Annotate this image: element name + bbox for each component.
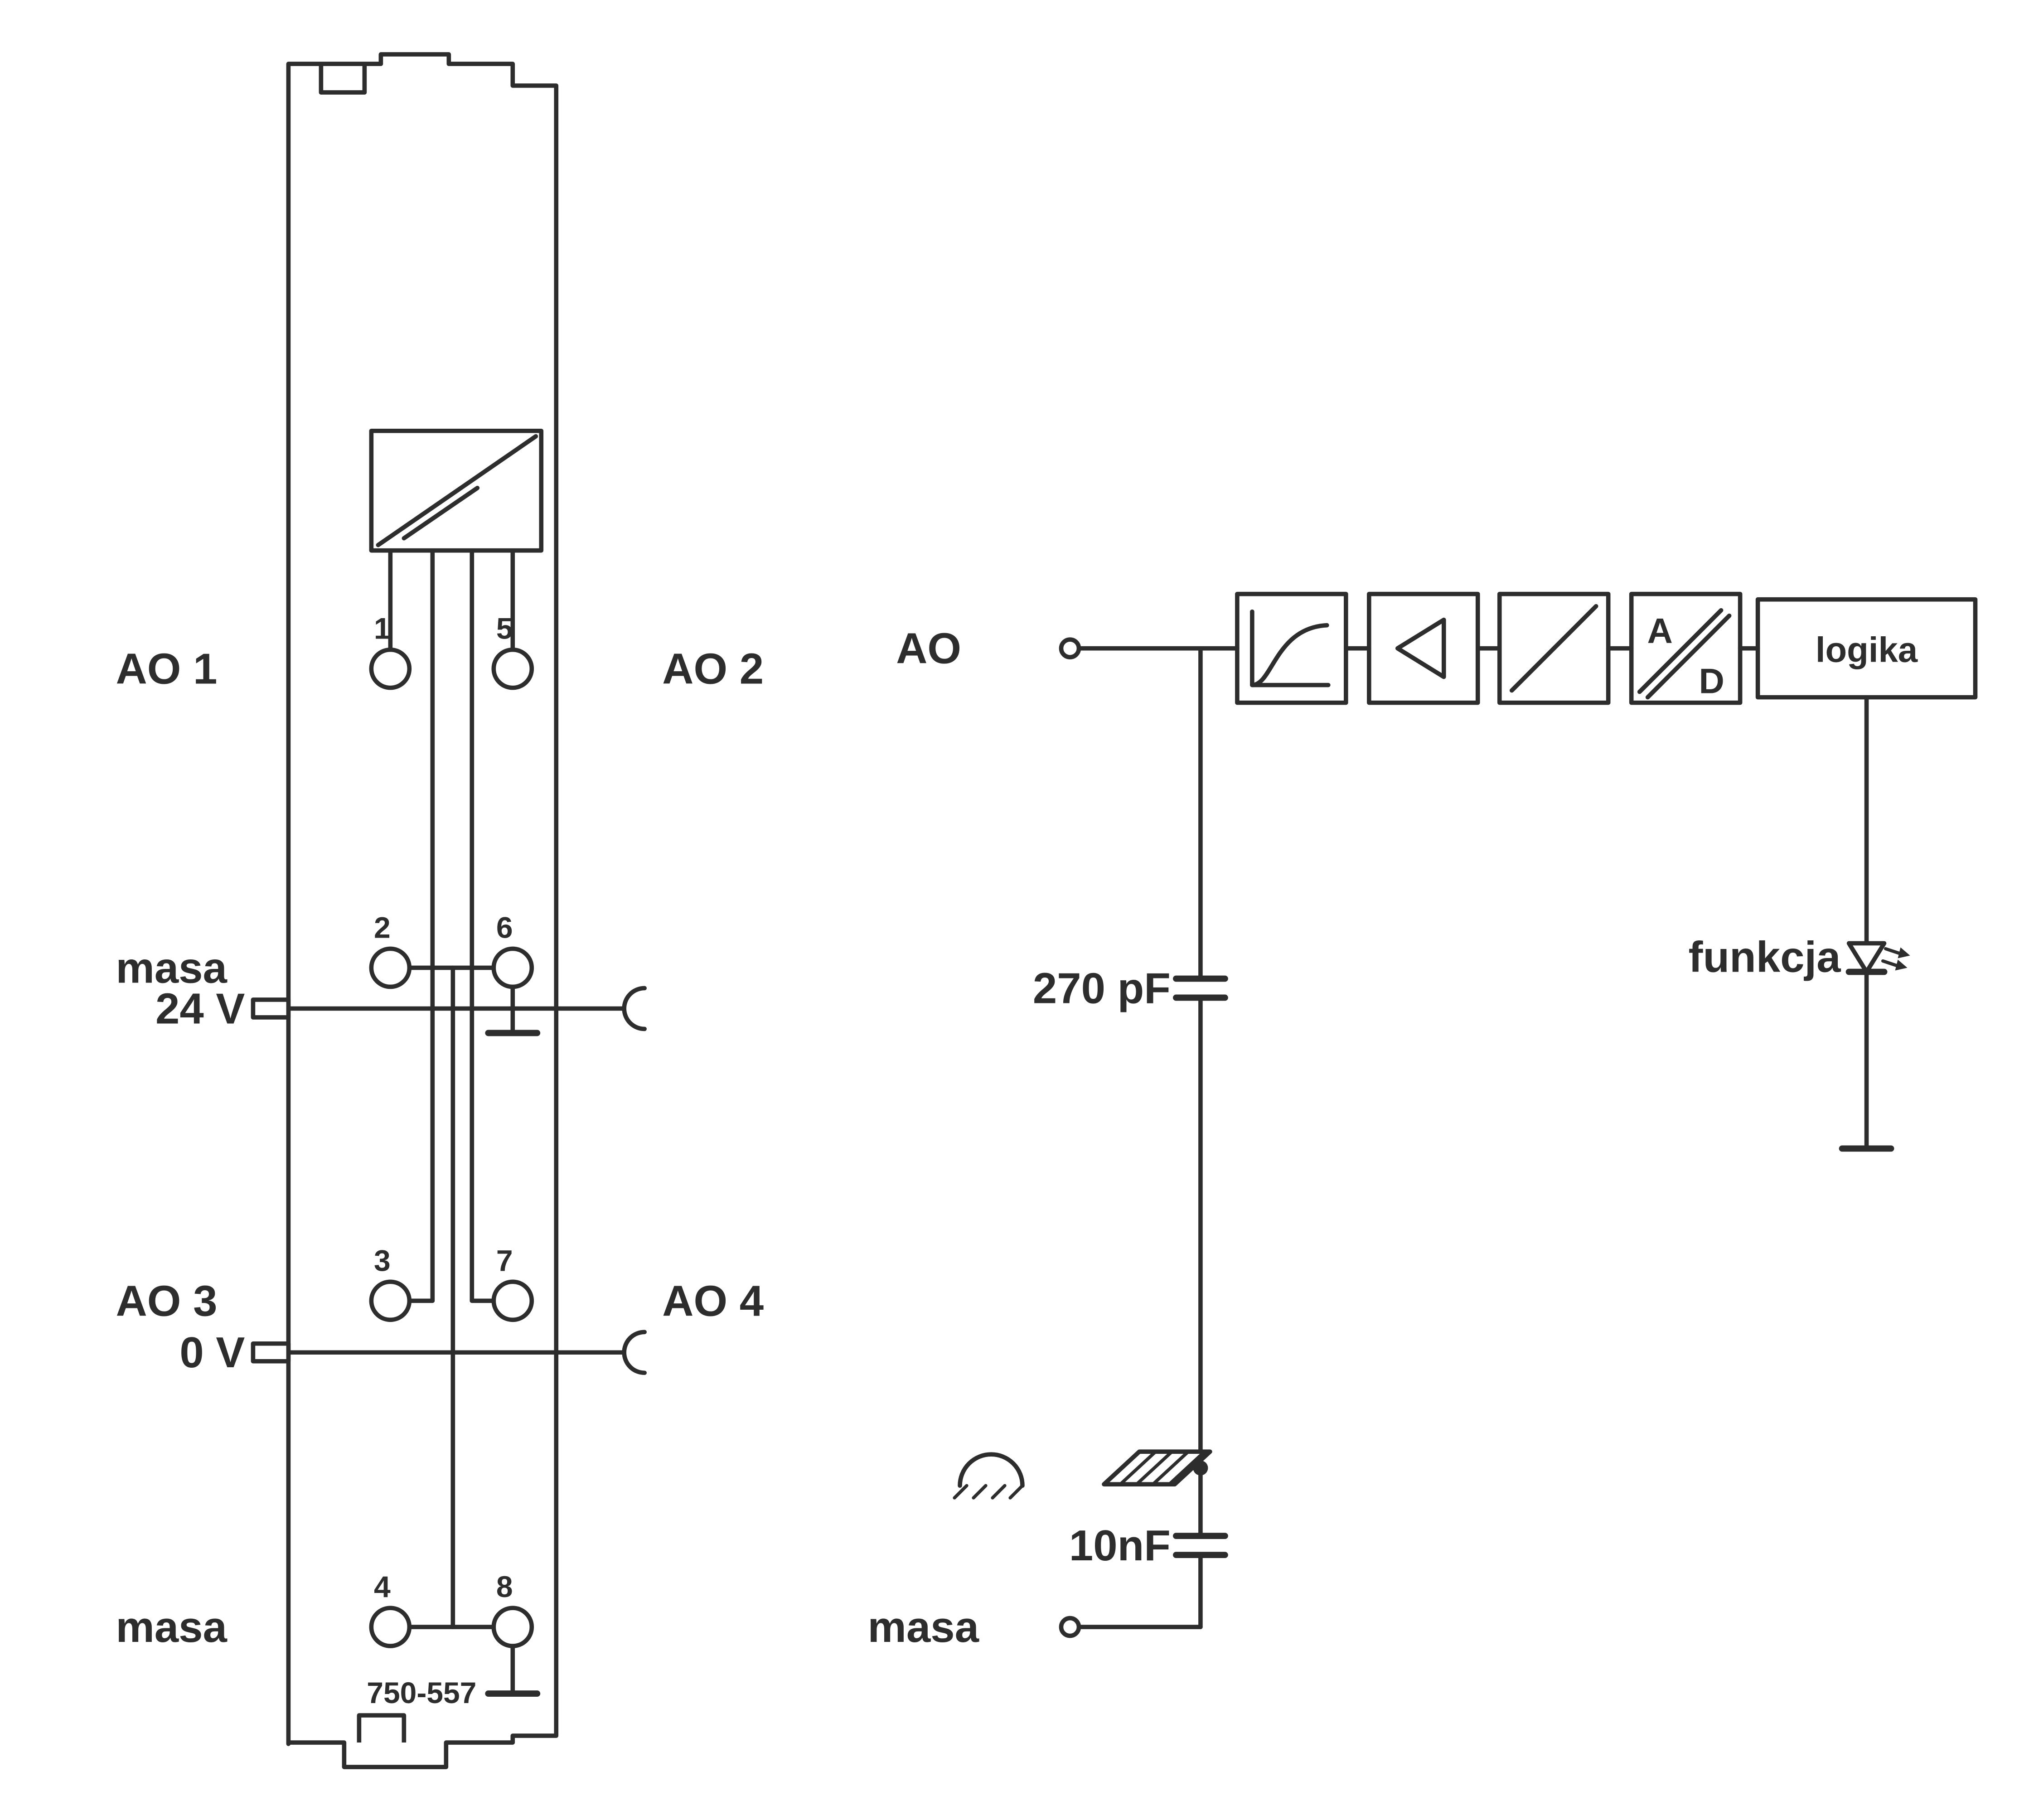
function-led-branch	[1839, 695, 1910, 1152]
masa-terminal	[1059, 1616, 1081, 1638]
label-ao2: AO 2	[662, 645, 764, 693]
label-ao4: AO 4	[662, 1277, 764, 1325]
filter-curve-icon	[1250, 623, 1329, 687]
capacitor-10nf-label: 10nF	[1069, 1521, 1171, 1570]
chassis-arc	[958, 1452, 1025, 1488]
spring-contact-0v-icon	[622, 1330, 647, 1375]
led-arrow-1-head	[1898, 947, 1910, 958]
pin-4-contact	[369, 1606, 412, 1648]
rail-hatch	[1151, 1450, 1190, 1486]
signal-chain-diagram: A D logika AO masa 270 pF 10nF funkcja	[868, 591, 1978, 1651]
module-outline	[286, 52, 559, 1769]
isolation-diagonal-icon	[1509, 604, 1598, 693]
pin-number-3: 3	[374, 1244, 391, 1277]
pin-7-contact	[491, 1279, 534, 1322]
block-amplifier	[1367, 591, 1480, 705]
module-latch-detail-top	[319, 63, 367, 95]
ao-input-label: AO	[896, 624, 961, 673]
pin-number-2: 2	[374, 910, 391, 944]
block-frame	[1497, 591, 1611, 705]
label-ao3: AO 3	[116, 1277, 217, 1325]
module-part-number: 750-557	[367, 1676, 476, 1709]
filter-axes	[1250, 609, 1331, 687]
block-logic: logika	[1755, 597, 1978, 700]
function-led-label: funkcja	[1689, 933, 1841, 981]
blade-contact-24v-icon	[251, 997, 291, 1020]
dcdc-converter-diagonal	[376, 434, 538, 547]
block-frame	[1629, 591, 1743, 705]
pin-3-contact	[369, 1279, 412, 1322]
block-lowpass-filter	[1235, 591, 1348, 705]
pin-8-contact	[491, 1606, 534, 1648]
pin-number-4: 4	[374, 1570, 391, 1603]
chassis-hatch	[1008, 1484, 1024, 1500]
ad-diagonal-1	[1637, 608, 1724, 694]
ground-icon-pin6	[485, 984, 541, 1036]
pin-number-1: 1	[374, 612, 391, 645]
amplifier-triangle-icon	[1395, 617, 1446, 679]
label-ao1: AO 1	[116, 645, 217, 693]
block-ad-converter: A D	[1629, 591, 1743, 705]
led-triangle-icon	[1846, 941, 1887, 974]
pin-5-contact	[491, 647, 534, 690]
ground-icon-pin8	[485, 1644, 541, 1697]
module-latch-detail-bottom	[357, 1713, 407, 1743]
chassis-hatch	[991, 1484, 1007, 1500]
rail-hatch	[1119, 1450, 1157, 1486]
led-arrow-2-head	[1895, 959, 1908, 971]
dcdc-converter-diagonal-short	[402, 485, 480, 541]
chassis-hatch	[972, 1484, 988, 1500]
pin-6-contact	[491, 946, 534, 989]
pin-number-8: 8	[496, 1570, 513, 1603]
pin-number-7: 7	[496, 1244, 513, 1277]
rail-hatch	[1167, 1450, 1206, 1486]
label-24v: 24 V	[155, 984, 245, 1033]
capacitor-270pf-label: 270 pF	[1033, 964, 1171, 1012]
pin-number-5: 5	[496, 612, 513, 645]
pin-1-contact	[369, 647, 412, 690]
module-diagram: 1 5 2 6 3 7 4 8 AO 1 AO 2 masa 24 V AO 3…	[116, 52, 764, 1769]
din-rail-icon	[1102, 1449, 1212, 1486]
blade-contact-0v-icon	[251, 1341, 291, 1364]
label-masa-bottom: masa	[116, 1603, 227, 1651]
label-0v: 0 V	[179, 1328, 245, 1377]
rail-hatch	[1135, 1450, 1174, 1486]
masa-input-label: masa	[868, 1603, 979, 1651]
dcdc-converter-box	[369, 428, 544, 553]
spring-contact-24v-icon	[622, 986, 647, 1031]
block-frame	[1235, 591, 1348, 705]
ad-label-d: D	[1699, 661, 1724, 701]
block-frame	[1367, 591, 1480, 705]
block-galvanic-isolation	[1497, 591, 1611, 705]
ad-label-a: A	[1647, 611, 1672, 651]
pin-number-6: 6	[496, 910, 513, 944]
ao-terminal	[1059, 637, 1081, 659]
ad-diagonal-2	[1645, 613, 1732, 700]
logika-label: logika	[1816, 630, 1918, 670]
chassis-hatch	[953, 1484, 969, 1500]
label-masa-top: masa	[116, 944, 227, 992]
chassis-ground-icon	[953, 1452, 1025, 1500]
pin-2-contact	[369, 946, 412, 989]
